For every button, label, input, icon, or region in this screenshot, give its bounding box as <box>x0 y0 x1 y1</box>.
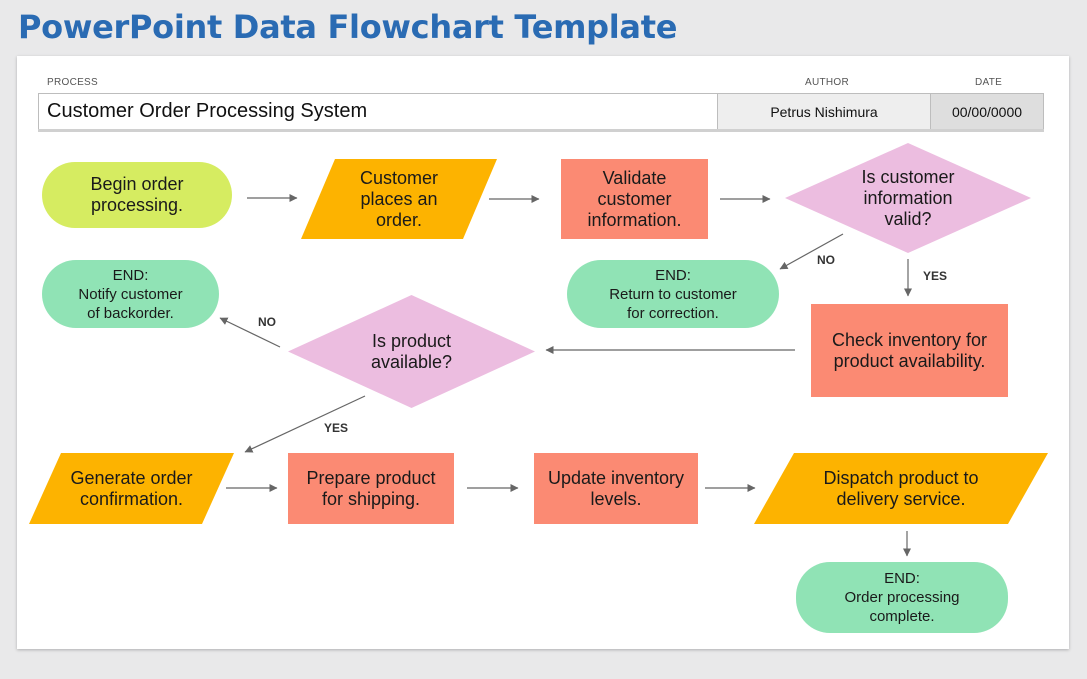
end-return-node[interactable]: END: Return to customer for correction. <box>567 260 779 328</box>
process-label: PROCESS <box>47 77 99 88</box>
validate-process-box[interactable]: Validate customer information. <box>561 159 708 239</box>
place-order-text: Customer places an order. <box>359 167 439 230</box>
parallelogram-shape <box>754 453 1048 524</box>
connector-layer <box>219 194 912 557</box>
dispatch-text: Dispatch product to delivery service. <box>823 467 979 509</box>
start-node-text: Begin order processing. <box>90 174 184 215</box>
diamond-shape <box>288 295 535 408</box>
page-title: PowerPoint Data Flowchart Template <box>18 8 678 46</box>
check-inventory-text: Check inventory for product availability… <box>831 329 988 371</box>
generate-confirmation-text: Generate order confirmation. <box>70 467 193 509</box>
available-decision-diamond[interactable]: Is product available? <box>288 295 535 408</box>
parallelogram-shape <box>301 159 497 239</box>
start-node[interactable]: Begin order processing. <box>42 162 232 228</box>
arrow-available-yes <box>244 395 366 453</box>
process-field[interactable]: Customer Order Processing System <box>38 93 718 130</box>
end-return-text: END: Return to customer for correction. <box>609 266 737 322</box>
valid-no-label: NO <box>817 253 835 267</box>
author-label: AUTHOR <box>805 77 850 88</box>
valid-yes-label: YES <box>923 269 948 283</box>
prepare-shipping-text: Prepare product for shipping. <box>306 467 436 509</box>
validate-text: Validate customer information. <box>587 167 682 230</box>
diamond-shape <box>785 143 1031 253</box>
end-complete-node[interactable]: END: Order processing complete. <box>796 562 1008 633</box>
header-divider <box>38 129 1044 132</box>
author-value: Petrus Nishimura <box>770 103 878 120</box>
date-value: 00/00/0000 <box>951 103 1023 120</box>
available-no-label: NO <box>258 315 276 329</box>
available-yes-label: YES <box>324 421 349 435</box>
author-field[interactable]: Petrus Nishimura <box>717 93 931 130</box>
end-backorder-node[interactable]: END: Notify customer of backorder. <box>42 260 219 328</box>
check-inventory-box[interactable]: Check inventory for product availability… <box>811 304 1008 397</box>
valid-decision-diamond[interactable]: Is customer information valid? <box>785 143 1031 253</box>
end-complete-text: END: Order processing complete. <box>844 570 960 625</box>
parallelogram-shape <box>29 453 234 524</box>
update-inventory-text: Update inventory levels. <box>547 467 685 509</box>
arrow-available-no <box>219 317 281 348</box>
generate-confirmation-parallelogram[interactable]: Generate order confirmation. <box>29 453 234 524</box>
available-question-text: Is product available? <box>370 330 453 372</box>
arrow-valid-no <box>779 233 844 270</box>
process-value: Customer Order Processing System <box>47 100 368 122</box>
process-order-parallelogram[interactable]: Customer places an order. <box>301 159 497 239</box>
date-label: DATE <box>975 77 1003 88</box>
flowchart-sheet: PROCESS AUTHOR DATE Customer Order Proce… <box>17 56 1069 649</box>
prepare-shipping-box[interactable]: Prepare product for shipping. <box>288 453 454 524</box>
date-field[interactable]: 00/00/0000 <box>930 93 1044 130</box>
dispatch-parallelogram[interactable]: Dispatch product to delivery service. <box>754 453 1048 524</box>
end-backorder-text: END: Notify customer of backorder. <box>78 266 183 322</box>
update-inventory-box[interactable]: Update inventory levels. <box>534 453 698 524</box>
valid-question-text: Is customer information valid? <box>861 166 955 229</box>
